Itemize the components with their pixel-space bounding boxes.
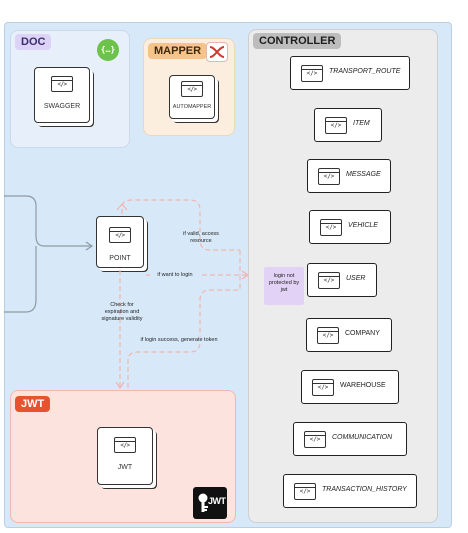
mapper-section: MAPPER </> AUTOMAPPER [143, 38, 235, 136]
login-arrow-head [241, 270, 250, 280]
controller-card-label: WAREHOUSE [340, 382, 386, 389]
code-window-icon: </> [181, 81, 203, 97]
controller-card-communication[interactable]: </> COMMUNICATION [293, 422, 407, 456]
controller-card-label: USER [346, 275, 366, 282]
code-window-icon: </> [109, 227, 131, 243]
automapper-card[interactable]: </> AUTOMAPPER [169, 75, 215, 119]
controller-card-label: VEHICLE [348, 222, 378, 229]
controller-card-company[interactable]: </> COMPANY [306, 318, 392, 352]
controller-card-vehicle[interactable]: </> VEHICLE [309, 210, 391, 244]
controller-card-item[interactable]: </> ITEM [314, 108, 382, 142]
jwt-card[interactable]: </> JWT [97, 427, 153, 485]
code-window-icon: </> [318, 272, 340, 289]
controller-card-label: COMMUNICATION [332, 434, 393, 441]
controller-card-warehouse[interactable]: </> WAREHOUSE [301, 370, 399, 404]
point-label: POINT [109, 255, 131, 262]
controller-card-label: TRANSACTION_HISTORY [322, 486, 407, 493]
code-window-icon: </> [312, 379, 334, 396]
jwt-card-label: JWT [117, 464, 133, 471]
doc-tag: DOC [15, 34, 52, 50]
code-window-icon: </> [325, 117, 347, 134]
edge-label-check: Check for expiration and signature valid… [101, 302, 143, 322]
code-window-icon: </> [301, 65, 323, 82]
valid-access-edge [121, 199, 241, 275]
controller-card-label: TRANSPORT_ROUTE [329, 68, 401, 75]
arrow-head-in [85, 241, 94, 251]
controller-card-label: MESSAGE [346, 171, 381, 178]
edge-label-valid: if valid, access resource [183, 231, 219, 244]
controller-card-user[interactable]: </> USER [307, 263, 377, 297]
swagger-logo-icon: {…} [97, 39, 119, 61]
controller-card-message[interactable]: </> MESSAGE [307, 159, 391, 193]
point-card[interactable]: </> POINT [96, 216, 144, 268]
swagger-card[interactable]: </> SWAGGER [34, 67, 90, 123]
code-window-icon: </> [294, 483, 316, 500]
code-window-icon: </> [318, 168, 340, 185]
jwt-logo-icon: JWT [193, 487, 227, 519]
incoming-bracket [4, 195, 92, 313]
edge-label-login: if want to login [150, 272, 200, 279]
jwt-tag: JWT [15, 396, 51, 412]
code-window-icon: </> [320, 219, 342, 236]
code-window-icon: </> [51, 76, 73, 92]
login-not-protected-note: login not protected by jwt [264, 267, 304, 305]
valid-arrow-head [116, 203, 128, 211]
controller-card-transport-route[interactable]: </> TRANSPORT_ROUTE [290, 56, 410, 90]
automapper-label: AUTOMAPPER [172, 104, 212, 110]
check-arrow-head [115, 381, 125, 390]
controller-card-label: COMPANY [345, 330, 380, 337]
code-window-icon: </> [114, 437, 136, 453]
edge-label-success: if login success, generate token [134, 337, 224, 344]
generate-token-edge [127, 276, 241, 388]
swagger-label: SWAGGER [43, 103, 81, 110]
controller-card-label: ITEM [353, 120, 370, 127]
mapper-logo-icon [206, 42, 228, 62]
code-window-icon: </> [304, 431, 326, 448]
code-window-icon: </> [317, 327, 339, 344]
jwt-section: JWT </> JWT JWT [10, 390, 236, 523]
doc-section: DOC {…} </> SWAGGER [10, 30, 130, 148]
controller-tag: CONTROLLER [253, 33, 342, 49]
controller-card-transaction-history[interactable]: </> TRANSACTION_HISTORY [283, 474, 417, 508]
mapper-tag: MAPPER [148, 43, 208, 59]
